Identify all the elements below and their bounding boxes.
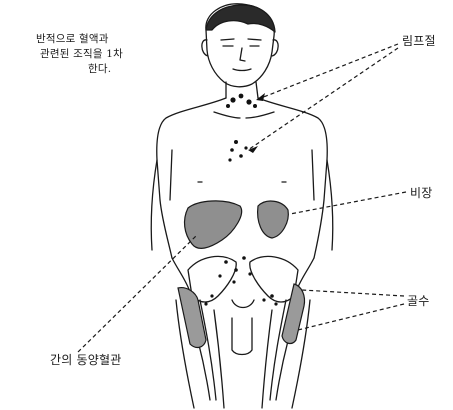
pelvis-outline (172, 258, 314, 292)
label-liver-sinusoid: 간의 동양혈관 (50, 353, 121, 368)
nose (240, 48, 245, 61)
eyebrows (221, 39, 261, 40)
leader-lymph-2 (248, 48, 398, 150)
label-lymph-node: 림프절 (402, 34, 436, 49)
marrow-right-hip (282, 284, 305, 343)
intro-line-3: 한다. (88, 62, 111, 77)
lymph-node-dots (204, 94, 277, 306)
leader-marrow-1 (302, 290, 404, 296)
clavicles (214, 112, 274, 118)
pelvic-bone-right (250, 256, 298, 302)
hair (206, 5, 275, 32)
right-arm (312, 150, 333, 250)
intro-line-2: 관련된 조직을 1차 (40, 47, 123, 62)
liver-organ (185, 201, 242, 248)
mouth (233, 69, 251, 71)
intro-line-1: 반적으로 혈액과 (36, 32, 109, 47)
label-bone-marrow: 골수 (407, 294, 429, 309)
leader-lymph-1 (256, 44, 398, 100)
sacrum (232, 300, 254, 308)
leader-lines (78, 44, 406, 352)
spleen-organ (258, 201, 289, 238)
leader-marrow-2 (298, 304, 404, 330)
leader-liver (78, 236, 196, 352)
marrow-left-hip (178, 288, 206, 348)
leader-spleen (290, 192, 406, 214)
left-arm (151, 150, 172, 250)
groin (232, 318, 252, 355)
label-spleen: 비장 (410, 186, 432, 201)
